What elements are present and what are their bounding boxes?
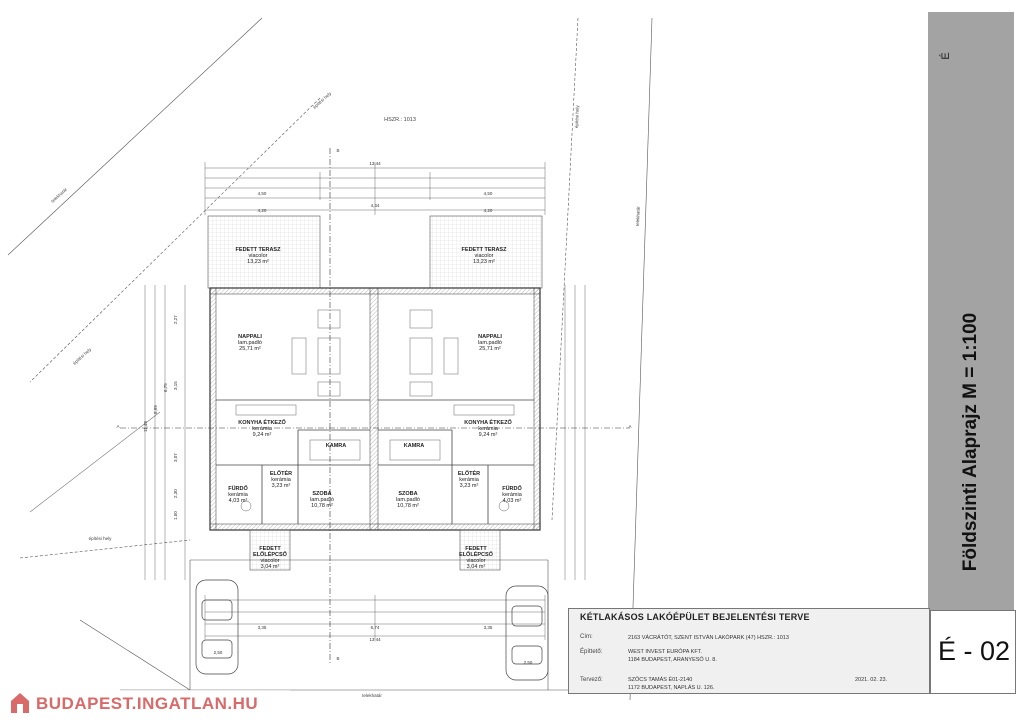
dim-bottom-2: 6,74	[370, 625, 380, 630]
building-walls	[209, 287, 541, 531]
designer-label: Tervező:	[580, 677, 603, 683]
title-sidebar	[928, 12, 1014, 610]
project-title: KÉTLAKÁSOS LAKÓÉPÜLET BEJELENTÉSI TERVE	[580, 612, 810, 622]
sheet-title: Földszinti Alaprajz M = 1:100	[960, 312, 981, 572]
room-pantry-right: KAMRA	[403, 443, 425, 449]
dim-bottom-car-right: 2,50	[523, 660, 533, 665]
address-value: 2163 VÁCRÁTÓT, SZENT ISTVÁN LAKÓPARK (47…	[628, 635, 789, 641]
watermark-band	[8, 690, 290, 720]
furniture	[235, 309, 515, 512]
car-left-icon	[195, 579, 239, 675]
top-dimension-chains	[204, 162, 546, 215]
dim-top-overall: 13,44	[369, 161, 381, 166]
dim-top-2: 4,44	[370, 203, 380, 208]
room-pantry-left: KAMRA	[325, 443, 347, 449]
client-address: 1184 BUDAPEST, ARANYESŐ U. 8.	[628, 657, 717, 663]
bottom-dimension-chains	[204, 595, 546, 640]
client-value: WEST INVEST EURÓPA KFT.	[628, 649, 702, 655]
side-dimension-chains	[144, 285, 586, 580]
front-step-right	[459, 529, 501, 571]
designer-value: SZŐCS TAMÁS É01-2140	[628, 677, 693, 683]
section-mark-lines	[120, 148, 630, 665]
designer-address: 1172 BUDAPEST, NAPLÁS U. 126.	[628, 685, 715, 691]
plot-boundary-label-2: telekhatár	[635, 206, 641, 227]
terrace-right	[429, 215, 543, 289]
dim-top-4: 4,20	[257, 208, 267, 213]
dim-side-7: 1,50	[173, 511, 178, 520]
section-mark-b-top: B	[336, 148, 340, 153]
dim-side-0: 11,49	[143, 421, 148, 432]
dim-top-1: 4,50	[257, 191, 267, 196]
plan-date: 2021. 02. 23.	[855, 677, 888, 683]
dim-side-1: 8,99	[153, 405, 158, 414]
dim-bottom-overall: 13,44	[369, 637, 381, 642]
parcel-label: HSZR.: 1013	[384, 117, 416, 123]
building-zone-label-4: építési hely	[574, 105, 580, 129]
dim-side-2: 6,75	[163, 383, 168, 392]
sheet-number-box	[930, 610, 1016, 694]
front-step-left	[249, 529, 291, 571]
address-label: Cím:	[580, 634, 593, 640]
dim-side-6: 2,30	[173, 489, 178, 498]
dim-side-5: 3,07	[173, 453, 178, 462]
section-mark-a-right: A	[628, 424, 632, 429]
dim-top-5: 4,20	[483, 208, 493, 213]
building-zone-label-3: építési hely	[88, 536, 112, 541]
sheet-number: É - 02	[937, 636, 1011, 666]
house-icon	[11, 693, 29, 713]
dim-bottom-3: 3,35	[483, 625, 493, 630]
dim-side-3: 3,15	[173, 381, 178, 390]
north-label: É	[940, 52, 952, 60]
title-block	[568, 608, 930, 694]
dim-bottom-car-left: 2,50	[213, 650, 223, 655]
dim-side-4: 2,27	[173, 315, 178, 324]
section-mark-a-left: A	[116, 424, 120, 429]
car-right-icon	[505, 585, 549, 681]
dim-top-3: 4,50	[483, 191, 493, 196]
dim-bottom-1: 3,35	[257, 625, 267, 630]
watermark-text: BUDAPEST.INGATLAN.HU	[36, 694, 259, 713]
plot-boundary-label-3: telekhatár	[362, 693, 382, 698]
client-label: Építtető:	[580, 649, 603, 655]
section-mark-b-bottom: B	[336, 656, 340, 661]
